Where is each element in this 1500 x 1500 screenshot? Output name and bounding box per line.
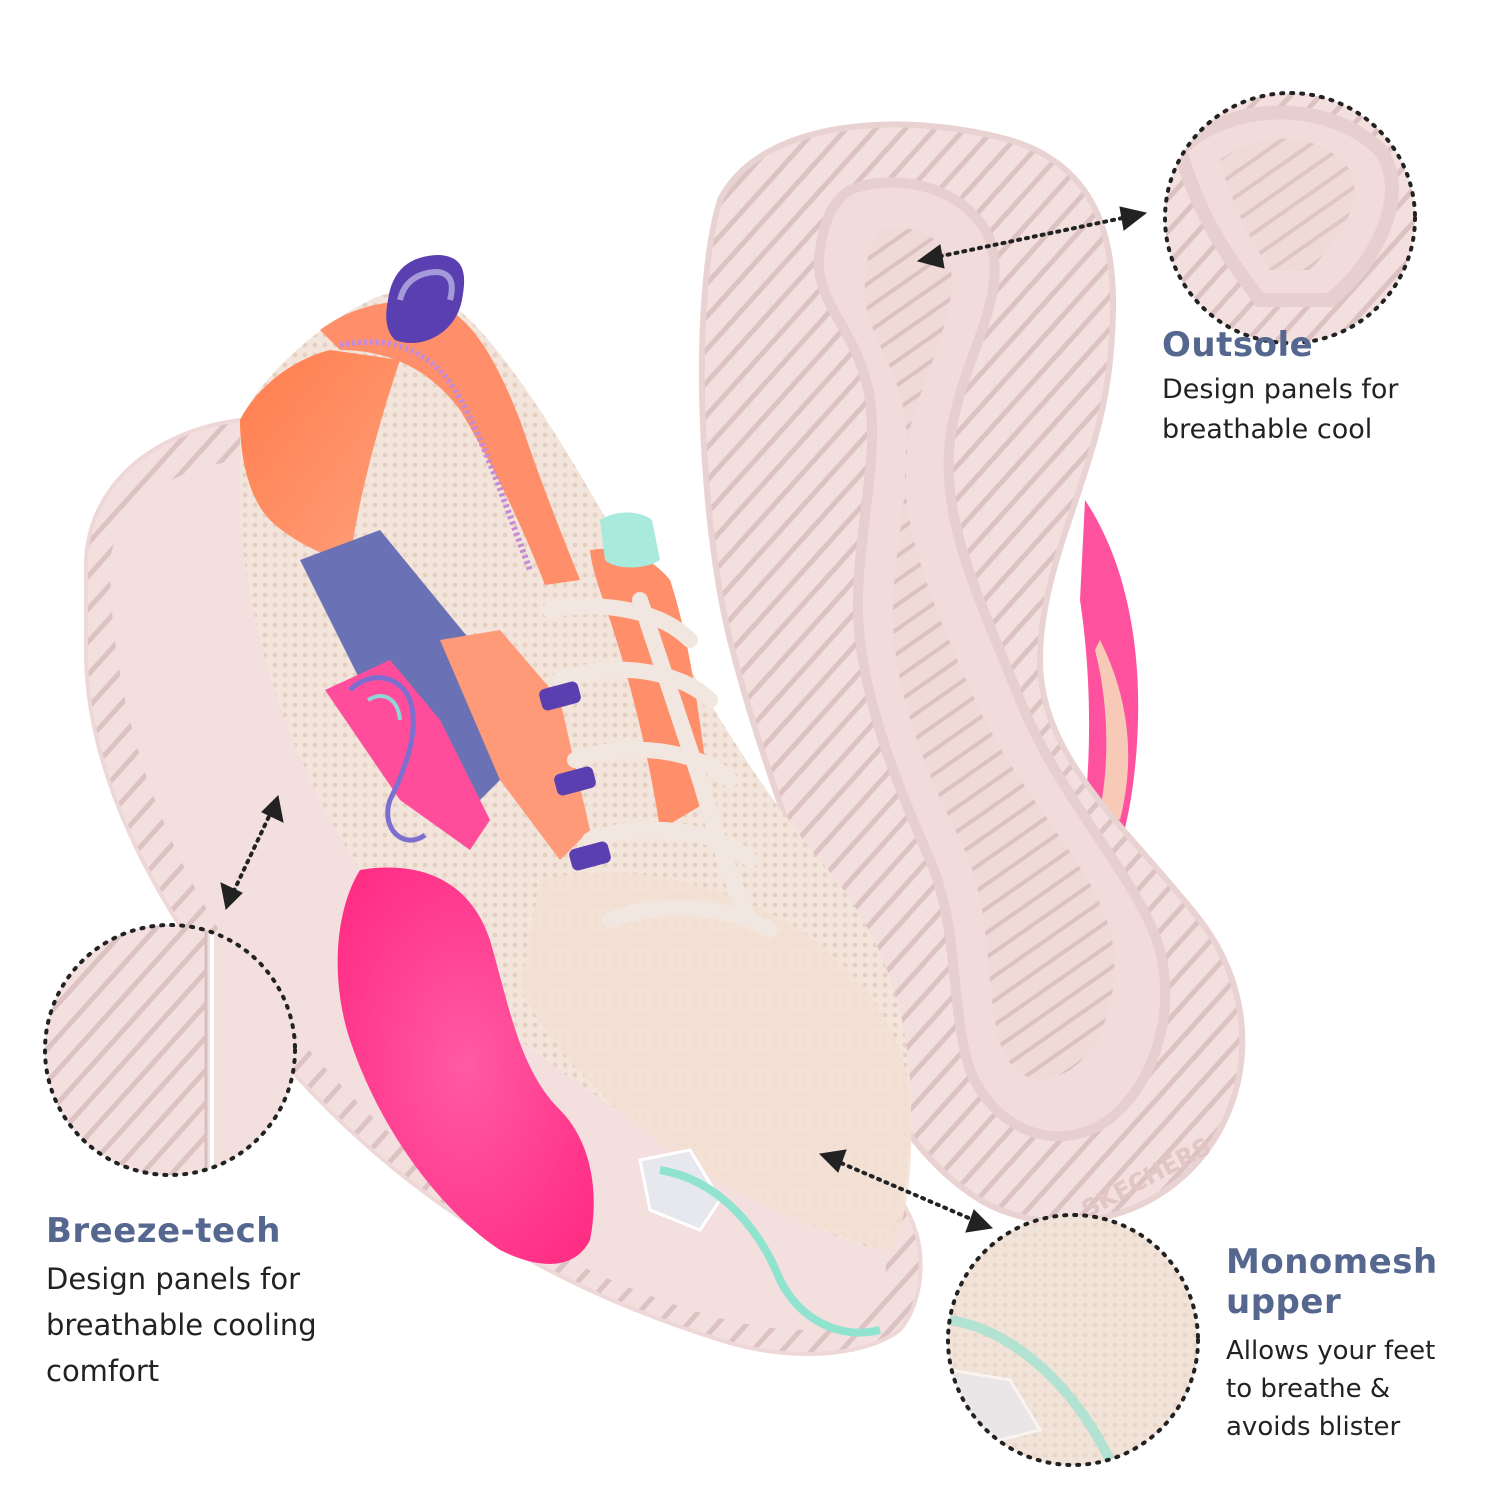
- breeze-tech-callout: Breeze-tech Design panels for breathable…: [46, 1212, 376, 1394]
- monomesh-zoom-circle: [946, 1213, 1200, 1467]
- monomesh-title-line: upper: [1226, 1282, 1342, 1322]
- double-arrow-dotted-icon: [916, 206, 1148, 269]
- monomesh-callout: Monomesh upper Allows your feet to breat…: [1226, 1242, 1486, 1446]
- laces: [542, 592, 778, 938]
- double-arrow-dotted-icon: [818, 1149, 994, 1233]
- outsole-title: Outsole: [1162, 325, 1314, 365]
- double-arrow-dotted-icon: [220, 794, 284, 911]
- breeze-tech-description: Design panels for breathable cooling com…: [46, 1256, 376, 1394]
- monomesh-description-line: to breathe &: [1226, 1374, 1391, 1404]
- monomesh-description: Allows your feet to breathe & avoids bli…: [1226, 1332, 1486, 1446]
- outsole-description: Design panels for breathable cool: [1162, 370, 1482, 450]
- monomesh-description-line: avoids blister: [1226, 1412, 1401, 1442]
- monomesh-title: Monomesh upper: [1226, 1242, 1486, 1322]
- breeze-tech-description-line: Design panels for: [46, 1262, 301, 1296]
- monomesh-title-line: Monomesh: [1226, 1242, 1438, 1282]
- outsole-callout: Outsole Design panels for breathable coo…: [1162, 326, 1482, 450]
- outsole-description-line: Design panels for: [1162, 374, 1399, 405]
- sneaker-side-view: [84, 255, 923, 1356]
- monomesh-description-line: Allows your feet: [1226, 1336, 1436, 1366]
- breeze-tech-description-line: breathable cooling: [46, 1308, 317, 1342]
- outsole-description-line: breathable cool: [1162, 414, 1373, 445]
- breeze-tech-description-line: comfort: [46, 1354, 160, 1388]
- breeze-tech-title: Breeze-tech: [46, 1211, 281, 1251]
- outsole-zoom-circle: [1163, 91, 1417, 345]
